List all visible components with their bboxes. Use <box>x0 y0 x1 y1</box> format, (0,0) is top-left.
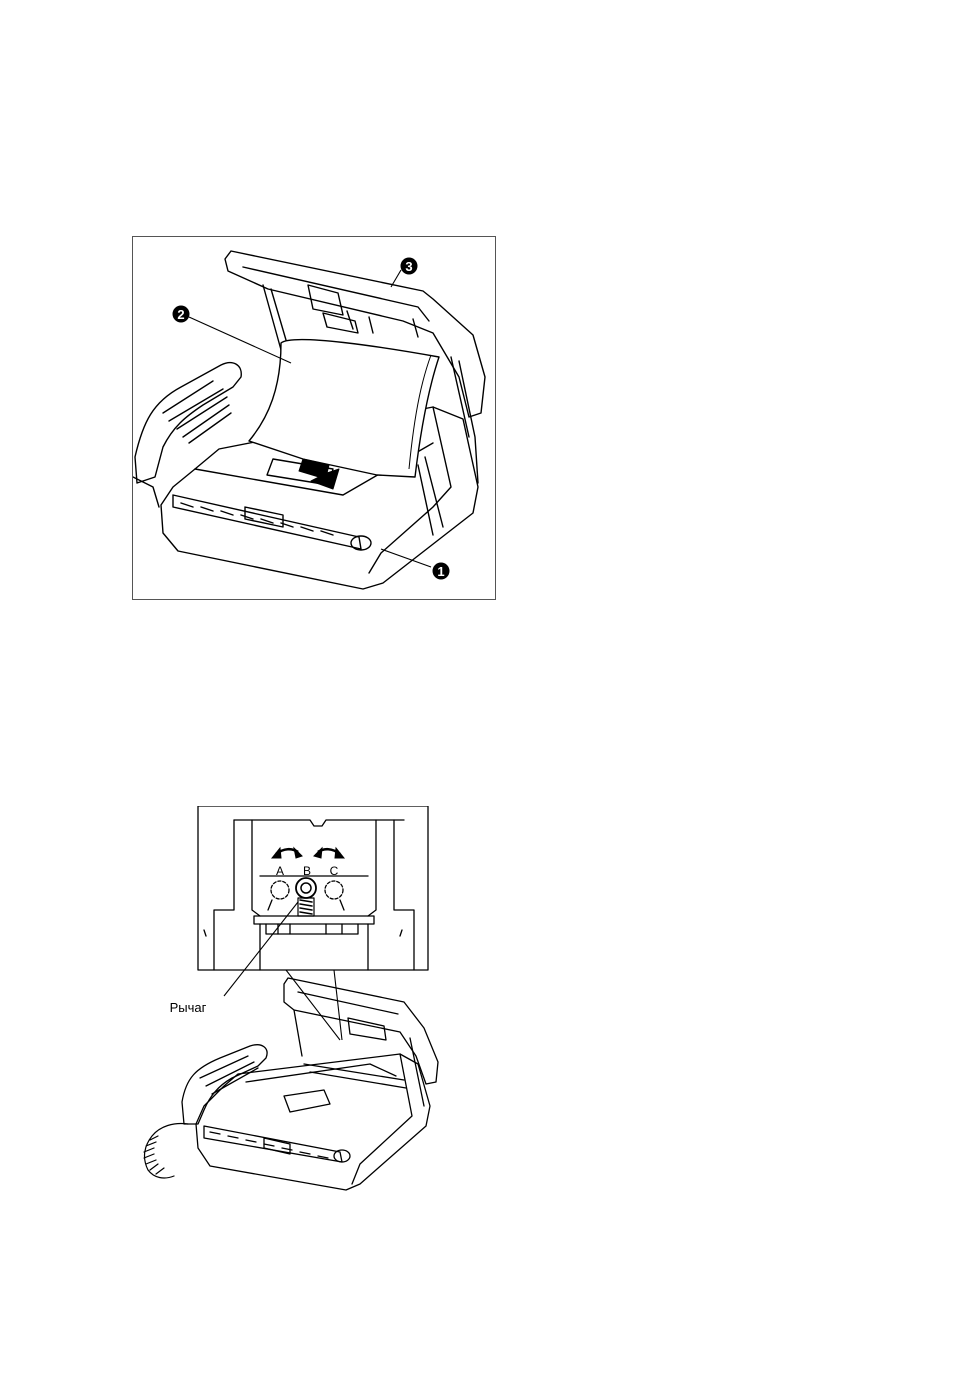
position-c-label: C <box>330 864 339 878</box>
front-roller <box>173 495 361 549</box>
callout-1-label: 1 <box>437 564 444 579</box>
overview-fax-body <box>196 1054 430 1190</box>
overview-coiled-cord <box>144 1124 188 1179</box>
callout-3-label: 3 <box>405 259 412 274</box>
lever-position-drawing: A B C Рычаг <box>134 806 444 1206</box>
fax-paper-loading-illustration: 2 3 1 <box>132 236 496 600</box>
callout-2-label: 2 <box>177 307 184 322</box>
callout-badge-1: 1 <box>433 563 450 580</box>
lever-label: Рычаг <box>170 1000 207 1015</box>
telephone-handset <box>135 363 241 483</box>
overview-telephone-handset <box>182 1045 267 1124</box>
lever-position-illustration: A B C Рычаг <box>134 806 444 1206</box>
fax-paper-loading-drawing: 2 3 1 <box>133 237 495 599</box>
position-a-label: A <box>276 864 284 878</box>
cover-arm-right <box>451 357 478 483</box>
position-b-label: B <box>303 864 311 878</box>
callout-badge-3: 3 <box>401 258 418 275</box>
callout-badge-2: 2 <box>173 306 190 323</box>
